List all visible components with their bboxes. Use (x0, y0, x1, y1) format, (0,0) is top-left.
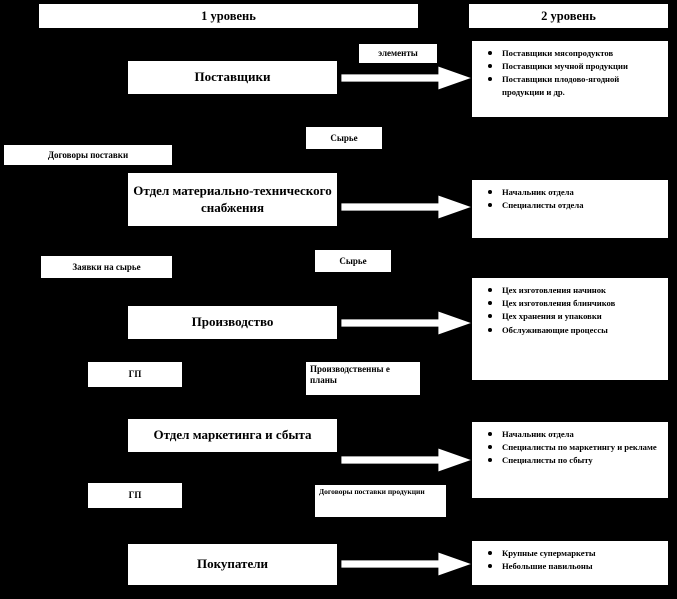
arrow-production-to-detail (341, 310, 473, 336)
list-item: Цех хранения и упаковки (488, 310, 662, 322)
detail-list-supply-dept: Начальник отдела Специалисты отдела (476, 186, 662, 211)
flow-tag-raw-materials-1: Сырье (305, 126, 383, 150)
flow-tag-finished-goods-2-label: ГП (128, 490, 142, 501)
detail-box-marketing: Начальник отдела Специалисты по маркетин… (471, 421, 669, 499)
flow-tag-finished-goods-1: ГП (87, 361, 183, 388)
header-level-1: 1 уровень (38, 3, 419, 29)
flow-tag-raw-materials-2: Сырье (314, 249, 392, 273)
flow-tag-production-plans: Производственны е планы (305, 361, 421, 396)
detail-box-production: Цех изготовления начинок Цех изготовлени… (471, 277, 669, 381)
list-item: Небольшие павильоны (488, 560, 662, 572)
flow-tag-product-supply-contracts-label: Договоры поставки продукции (319, 487, 425, 496)
arrow-customers-to-detail (341, 551, 473, 577)
process-box-supply-dept: Отдел материально-технического снабжения (127, 172, 338, 227)
flow-tag-finished-goods-2: ГП (87, 482, 183, 509)
header-level-2: 2 уровень (468, 3, 669, 29)
list-item: Специалисты по сбыту (488, 454, 662, 466)
detail-list-marketing: Начальник отдела Специалисты по маркетин… (476, 428, 662, 467)
flow-tag-elements-label: элементы (378, 48, 418, 59)
detail-list-suppliers: Поставщики мясопродуктов Поставщики мучн… (476, 47, 662, 98)
flow-tag-raw-materials-1-label: Сырье (330, 132, 358, 143)
process-box-marketing-sales-label: Отдел маркетинга и сбыта (153, 427, 312, 443)
detail-list-customers: Крупные супермаркеты Небольшие павильоны (476, 547, 662, 572)
list-item: Крупные супермаркеты (488, 547, 662, 559)
list-item: Поставщики мучной продукции (488, 60, 662, 72)
list-item: Специалисты по маркетингу и рекламе (488, 441, 662, 453)
flow-tag-supply-contracts: Договоры поставки (3, 144, 173, 166)
list-item: Специалисты отдела (488, 199, 662, 211)
header-level-1-label: 1 уровень (201, 9, 256, 23)
header-level-2-label: 2 уровень (541, 9, 596, 23)
arrow-marketing-to-detail (341, 447, 473, 473)
process-box-customers: Покупатели (127, 543, 338, 586)
flow-tag-raw-material-requests-label: Заявки на сырье (72, 261, 141, 272)
list-item: Обслуживающие процессы (488, 324, 662, 336)
process-box-production: Производство (127, 305, 338, 340)
flow-tag-finished-goods-1-label: ГП (128, 369, 142, 380)
process-box-marketing-sales: Отдел маркетинга и сбыта (127, 418, 338, 453)
process-box-supply-dept-label: Отдел материально-технического снабжения (133, 182, 332, 215)
detail-list-production: Цех изготовления начинок Цех изготовлени… (476, 284, 662, 336)
list-item: Цех изготовления блинчиков (488, 297, 662, 309)
process-box-suppliers-label: Поставщики (194, 69, 271, 85)
flow-tag-raw-material-requests: Заявки на сырье (40, 255, 173, 279)
process-box-customers-label: Покупатели (196, 556, 268, 572)
detail-box-supply-dept: Начальник отдела Специалисты отдела (471, 179, 669, 239)
list-item: Начальник отдела (488, 428, 662, 440)
arrow-supply-dept-to-detail (341, 194, 473, 220)
list-item: Начальник отдела (488, 186, 662, 198)
detail-box-suppliers: Поставщики мясопродуктов Поставщики мучн… (471, 40, 669, 118)
process-box-production-label: Производство (191, 314, 274, 330)
flow-tag-elements: элементы (358, 43, 438, 64)
flow-tag-raw-materials-2-label: Сырье (339, 255, 367, 266)
list-item: Цех изготовления начинок (488, 284, 662, 296)
list-item: Поставщики плодово-ягодной продукции и д… (488, 73, 662, 97)
flow-tag-product-supply-contracts: Договоры поставки продукции (314, 484, 447, 518)
detail-box-customers: Крупные супермаркеты Небольшие павильоны (471, 540, 669, 586)
process-box-suppliers: Поставщики (127, 60, 338, 95)
arrow-suppliers-to-detail (341, 65, 473, 91)
flow-tag-supply-contracts-label: Договоры поставки (47, 149, 129, 160)
list-item: Поставщики мясопродуктов (488, 47, 662, 59)
flow-tag-production-plans-label: Производственны е планы (310, 364, 390, 385)
